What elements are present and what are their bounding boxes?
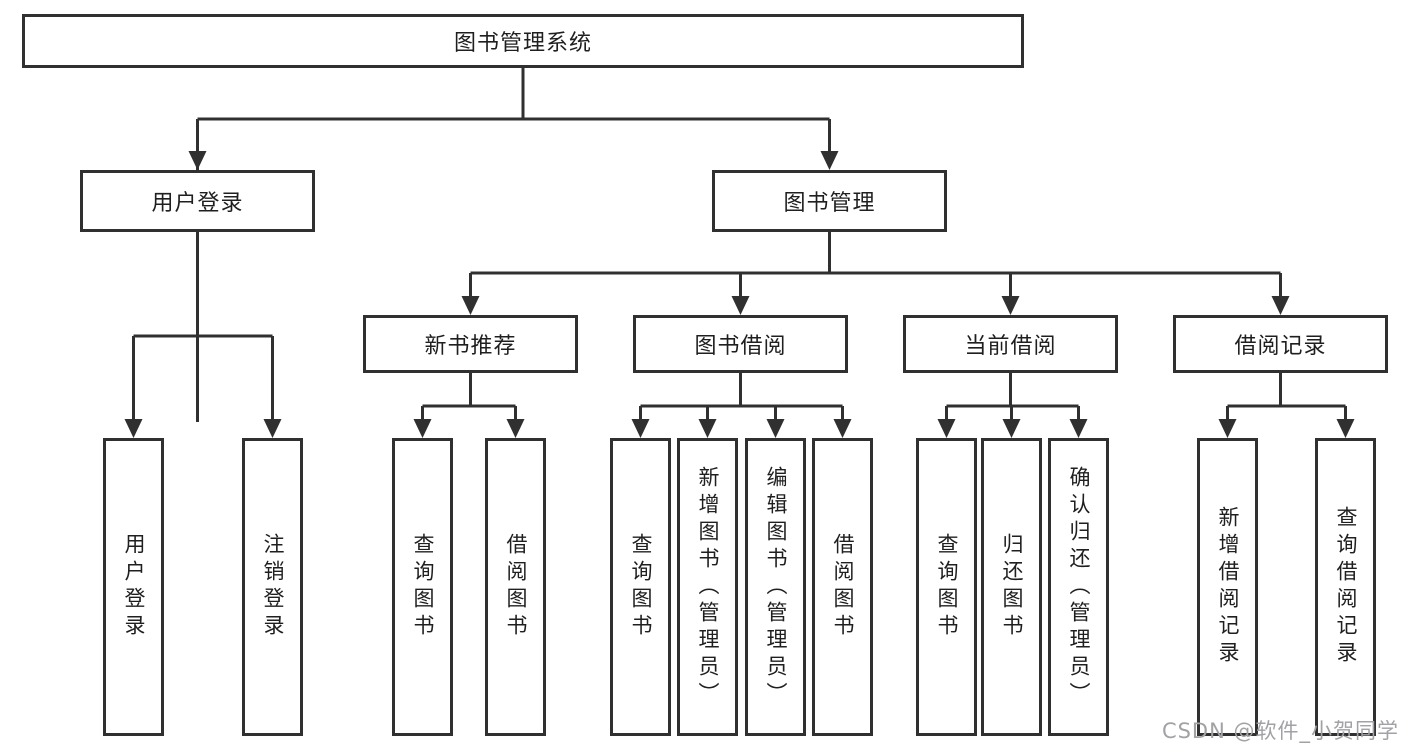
leaf-user-login: 用户登录 (103, 438, 164, 736)
leaf-query-borrow-record: 查询借阅记录 (1315, 438, 1376, 736)
leaf-label: 借阅图书 (504, 533, 528, 641)
node-label: 借阅记录 (1234, 334, 1327, 359)
leaf-label: 注销登录 (261, 533, 285, 641)
leaf-label: 用户登录 (122, 533, 146, 641)
leaf-label: 查询图书 (411, 533, 435, 641)
leaf-edit-books-admin: 编辑图书（管理员） (745, 438, 806, 736)
leaf-label: 查询图书 (935, 533, 959, 641)
node-book-management-system: 图书管理系统 (22, 14, 1024, 68)
leaf-borrow-books: 借阅图书 (485, 438, 546, 736)
leaf-borrow-books: 借阅图书 (812, 438, 873, 736)
leaf-query-books: 查询图书 (610, 438, 671, 736)
node-label: 用户登录 (151, 191, 244, 216)
leaf-label: 查询借阅记录 (1334, 506, 1358, 668)
leaf-query-books: 查询图书 (392, 438, 453, 736)
node-new-book-recommendation: 新书推荐 (363, 315, 578, 373)
node-label: 当前借阅 (964, 334, 1057, 359)
leaf-add-books-admin: 新增图书（管理员） (677, 438, 738, 736)
csdn-watermark: CSDN @软件_小贺同学 (1161, 719, 1399, 743)
leaf-label: 编辑图书（管理员） (764, 465, 788, 709)
node-book-management: 图书管理 (712, 170, 947, 232)
node-label: 图书管理 (783, 191, 876, 216)
leaf-label: 新增图书（管理员） (696, 465, 720, 709)
node-label: 图书借阅 (694, 334, 787, 359)
node-label: 图书管理系统 (453, 31, 592, 56)
node-label: 新书推荐 (424, 334, 517, 359)
leaf-confirm-return-admin: 确认归还（管理员） (1048, 438, 1109, 736)
leaf-query-books: 查询图书 (916, 438, 977, 736)
leaf-label: 确认归还（管理员） (1067, 465, 1091, 709)
node-user-login: 用户登录 (80, 170, 315, 232)
leaf-add-borrow-record: 新增借阅记录 (1197, 438, 1258, 736)
leaf-return-books: 归还图书 (981, 438, 1042, 736)
node-book-borrowing: 图书借阅 (633, 315, 848, 373)
leaf-label: 查询图书 (629, 533, 653, 641)
leaf-label: 归还图书 (1000, 533, 1024, 641)
node-borrowing-records: 借阅记录 (1173, 315, 1388, 373)
node-current-borrowing: 当前借阅 (903, 315, 1118, 373)
leaf-label: 新增借阅记录 (1216, 506, 1240, 668)
leaf-label: 借阅图书 (831, 533, 855, 641)
leaf-logout: 注销登录 (242, 438, 303, 736)
